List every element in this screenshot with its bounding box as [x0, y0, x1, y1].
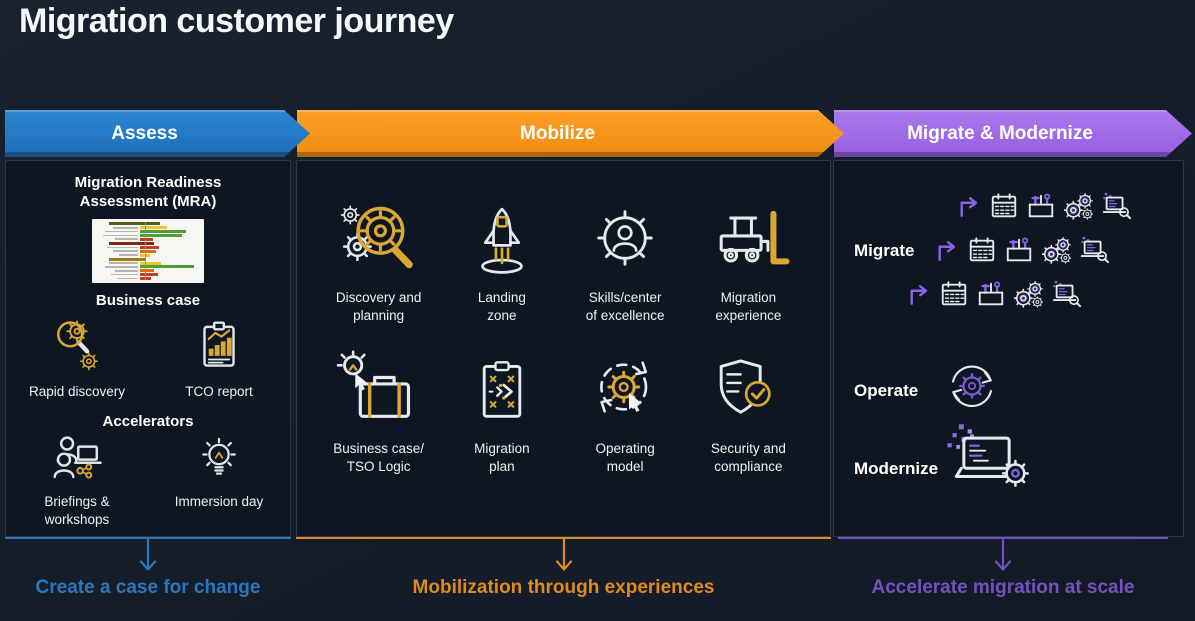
briefings-workshops-label: Briefings & workshops — [44, 494, 110, 527]
down-arrow-icon — [994, 537, 1012, 571]
tco-report-label: TCO report — [185, 384, 253, 399]
migrate-modernize-footer-label: Accelerate migration at scale — [871, 577, 1135, 598]
discovery-planning-label: Discovery and planning — [335, 290, 422, 323]
laptop-search-icon — [1080, 236, 1110, 264]
assess-footer-label: Create a case for change — [35, 577, 261, 598]
rapid-discovery-label: Rapid discovery — [28, 384, 126, 399]
landing-zone-icon — [459, 195, 545, 281]
migration-plan-item: Migration plan — [440, 346, 563, 475]
skills-coe-item: Skills/center of excellence — [564, 195, 687, 324]
calendar-icon — [991, 193, 1017, 218]
migrate-modernize-header-arrow: Migrate & Modernize — [834, 110, 1192, 157]
migrate-stage-label: Migrate — [854, 241, 915, 260]
landing-zone-label: Landing zone — [477, 290, 526, 323]
mobilize-panel: Discovery and planning Landing zone — [296, 160, 831, 537]
operate-cycle-icon — [940, 355, 1004, 422]
business-case-row: Rapid discovery TCO report — [6, 311, 290, 401]
mobilize-header-arrow: Mobilize — [297, 110, 844, 157]
gears-icon — [1013, 280, 1044, 309]
assess-panel: Migration Readiness Assessment (MRA) Bus… — [5, 160, 291, 537]
business-case-heading: Business case — [95, 292, 201, 309]
modernize-laptop-icon — [936, 423, 1042, 506]
operate-stage-label: Operate — [854, 381, 919, 400]
migrate-wave — [956, 191, 1132, 221]
forklift-icon — [704, 195, 792, 281]
tco-report-icon — [190, 311, 248, 375]
tco-report-item: TCO report — [148, 311, 290, 401]
shield-check-icon — [709, 346, 787, 432]
migrate-waves-icons — [906, 191, 1132, 323]
business-case-tso-item: Business case/ TSO Logic — [317, 346, 440, 475]
down-arrow-icon — [555, 537, 572, 571]
mra-heading: Migration Readiness Assessment (MRA) — [74, 174, 222, 210]
down-arrow-icon — [139, 537, 157, 571]
migration-experience-item: Migration experience — [687, 195, 810, 324]
migrate-modernize-panel: Migrate — [833, 160, 1184, 537]
briefcase-idea-icon — [333, 346, 425, 432]
calendar-icon — [941, 281, 967, 306]
landing-zone-item: Landing zone — [440, 195, 563, 324]
toolbox-icon — [1006, 237, 1032, 262]
operating-model-item: Operating model — [564, 346, 687, 475]
accelerators-row: Briefings & workshops Immersion day — [6, 431, 290, 528]
rapid-discovery-item: Rapid discovery — [6, 311, 148, 401]
skills-coe-label: Skills/center of excellence — [585, 290, 665, 323]
accelerators-heading: Accelerators — [102, 413, 194, 430]
migration-experience-label: Migration experience — [715, 290, 782, 323]
immersion-day-label: Immersion day — [174, 494, 264, 509]
gears-icon — [1041, 236, 1072, 265]
migrate-modernize-footer: Accelerate migration at scale — [838, 537, 1168, 599]
mobilize-header-label: Mobilize — [520, 122, 595, 144]
modernize-stage-label: Modernize — [854, 459, 939, 478]
discovery-planning-item: Discovery and planning — [317, 195, 440, 324]
security-compliance-label: Security and compliance — [710, 441, 786, 474]
operating-model-label: Operating model — [595, 441, 655, 474]
mobilize-grid: Discovery and planning Landing zone — [317, 195, 810, 475]
laptop-search-icon — [1052, 280, 1082, 308]
immersion-day-item: Immersion day — [148, 431, 290, 528]
immersion-day-icon — [192, 431, 246, 485]
toolbox-icon — [978, 281, 1004, 306]
briefings-workshops-icon — [47, 431, 107, 485]
migrate-wave — [906, 279, 1132, 309]
assess-footer: Create a case for change — [5, 537, 291, 599]
bent-arrow-icon — [960, 197, 978, 217]
bent-arrow-icon — [938, 241, 956, 261]
magnifier-gears-icon — [46, 311, 108, 375]
briefings-workshops-item: Briefings & workshops — [6, 431, 148, 528]
security-compliance-item: Security and compliance — [687, 346, 810, 475]
migrate-modernize-header-label: Migrate & Modernize — [907, 122, 1093, 144]
bent-arrow-icon — [910, 285, 928, 305]
assess-header-label: Assess — [111, 122, 178, 144]
business-case-tso-label: Business case/ TSO Logic — [333, 441, 425, 474]
mobilize-footer: Mobilization through experiences — [296, 537, 831, 599]
migrate-wave — [934, 235, 1132, 265]
page-title: Migration customer journey — [19, 2, 454, 40]
mra-chart — [92, 219, 204, 283]
operating-model-icon — [583, 346, 667, 432]
migration-plan-icon — [464, 346, 540, 432]
laptop-search-icon — [1102, 192, 1132, 220]
skills-coe-icon — [583, 195, 667, 281]
discovery-planning-icon — [333, 195, 425, 281]
calendar-icon — [969, 237, 995, 262]
gears-icon — [1063, 192, 1094, 221]
toolbox-icon — [1028, 193, 1054, 218]
assess-header-arrow: Assess — [5, 110, 310, 157]
migration-plan-label: Migration plan — [474, 441, 530, 474]
mobilize-footer-label: Mobilization through experiences — [412, 577, 715, 598]
